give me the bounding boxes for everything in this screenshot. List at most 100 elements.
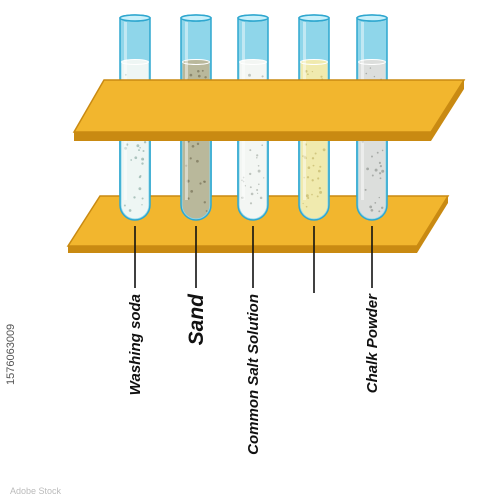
tube-particle [136,144,140,148]
tube-particle [322,148,326,152]
tube-particle [124,146,128,150]
tube-particle [242,176,245,179]
upper-shelf-top [72,79,466,133]
tube-particle [257,169,261,173]
tube-particle [191,144,195,148]
tube-particle [241,196,244,200]
upper-rack-shelf [72,79,466,141]
stock-watermark: 1576063009 Adobe Stock [5,324,62,496]
tube-highlight [185,141,188,196]
tube-particle [244,185,246,187]
tube-particle [378,210,381,213]
tube-particle [189,157,192,160]
tube-rim [119,14,151,22]
tube-highlight [242,141,245,196]
tube-particle [186,179,190,183]
tube-meniscus [300,59,328,65]
tube-particle [307,166,311,169]
tube-particle [317,177,320,180]
tube-labels: Washing soda Sand Common Salt Solution Chal… [127,226,381,455]
tube-particle [142,159,144,161]
tube-contents [182,141,210,196]
tube-contents [300,141,328,196]
tube-particle [319,165,322,168]
tube-particle [378,172,382,175]
tube-particle [258,183,260,186]
tube-particle [381,149,384,152]
tube-particle [302,202,304,205]
tube-particle [205,210,208,212]
tube-meniscus [182,59,210,65]
lower-shelf-front [68,246,417,253]
tube-particle [203,180,206,183]
tube-particle [376,151,379,154]
tube-particle [189,73,193,77]
tube-contents [121,141,149,196]
tube-particle [371,174,374,177]
tube-rim [237,14,269,22]
tube-particle [311,193,313,196]
tube-particle [130,159,133,161]
lower-rack-shelf [66,195,450,253]
tube-particle [369,67,372,69]
tube-particle [134,156,138,160]
tube-particle [371,155,373,158]
tube-particle [242,180,245,183]
tube-particle [316,195,319,196]
tube-particle [187,197,190,200]
tube-particle [305,205,308,208]
tube-particle [256,154,259,157]
tube-label-common-salt: Common Salt Solution [245,294,262,455]
tube-particle [138,175,142,179]
tube-particle [261,75,264,78]
tube-particle [187,141,190,143]
tube-particle [366,167,369,171]
tube-contents [358,141,386,196]
tube-particle [128,209,132,212]
tube-rim [356,14,388,22]
tube-particle [259,196,263,200]
tube-particle [199,182,202,185]
tube-label-washing-soda: Washing soda [127,294,144,395]
test-tube-sand-middle [180,14,212,196]
tube-label-sand: Sand [185,293,208,346]
tube-particle [319,190,323,194]
tube-rim [298,14,330,22]
tube-contents [239,141,267,196]
tube-particle [125,143,129,146]
tube-particle [257,164,260,167]
tube-particle [204,76,207,79]
tube-particle [197,69,200,73]
tube-particle [133,196,136,199]
tube-particle [141,157,145,161]
tube-particle [139,146,141,149]
tube-particle [196,142,200,146]
tube-particle [138,149,140,152]
tube-particle [314,152,317,155]
tube-rim [180,14,212,22]
watermark-brand: Adobe Stock [10,486,62,496]
tube-particle [143,141,147,144]
tube-particle [311,157,315,160]
lower-shelf-side [417,196,448,253]
tube-label-chalk-powder: Chalk Powder [364,293,381,393]
tube-particle [378,161,381,164]
tube-particle [248,73,251,77]
tube-particle [378,196,380,199]
tube-particle [312,164,315,167]
tube-meniscus [358,59,386,65]
tube-particle [364,188,367,191]
tube-highlight [124,141,127,196]
tube-particle [374,168,378,172]
tube-particle [320,75,323,78]
tube-particle [241,179,243,181]
tube-particle [306,176,310,179]
tube-particle [365,72,368,75]
tube-particle [261,144,264,147]
tube-particle [302,155,305,158]
tube-particle [361,141,364,143]
tube-particle [190,190,194,193]
tube-particle [317,169,321,173]
tube-particle [142,149,145,153]
